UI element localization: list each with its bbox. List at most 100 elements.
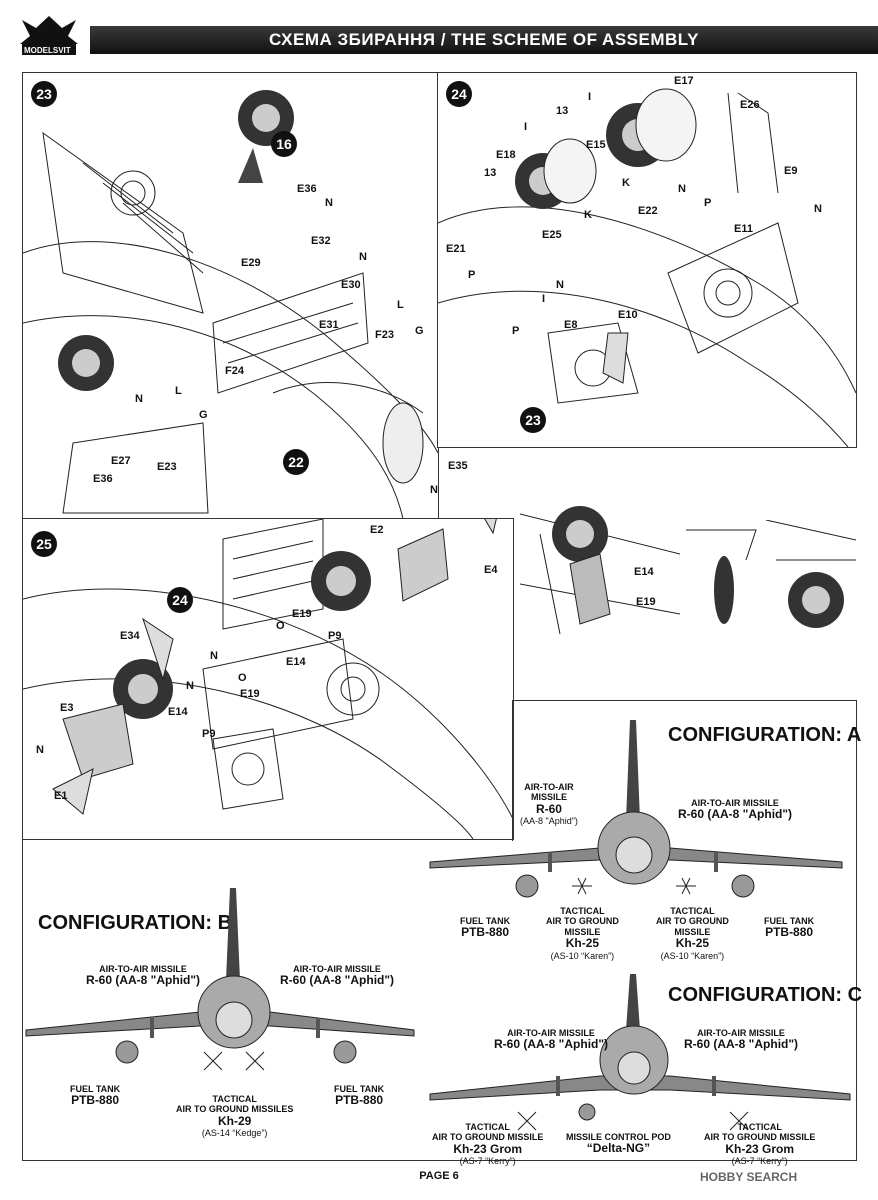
part-label: E26 xyxy=(740,99,760,111)
weapon-type: AIR-TO-AIR MISSILE xyxy=(293,964,381,974)
weapon-name: PTB-880 xyxy=(335,1093,384,1108)
config-a-right-aam-label: AIR-TO-AIR MISSILE R-60 (AA-8 "Aphid") xyxy=(678,798,792,822)
weapon-name: PTB-880 xyxy=(71,1093,120,1108)
detail-view-right-drawing xyxy=(686,520,856,628)
weapon-type: TACTICAL xyxy=(560,906,605,916)
weapon-name: PTB-880 xyxy=(765,925,814,940)
part-label: P xyxy=(512,325,520,337)
weapon-code: (AS-10 “Karen”) xyxy=(550,950,615,961)
part-label: E1 xyxy=(54,790,68,802)
title-bar: СХЕМА ЗБИРАННЯ / THE SCHEME OF ASSEMBLY xyxy=(90,26,878,54)
watermark: HOBBY SEARCH xyxy=(700,1170,798,1184)
step-number-24: 24 xyxy=(446,81,472,107)
part-label: E27 xyxy=(111,455,131,467)
config-a-title: CONFIGURATION: A xyxy=(668,724,862,746)
weapon-type: FUEL TANK xyxy=(70,1084,121,1094)
part-label: E14 xyxy=(168,706,188,718)
part-label: E18 xyxy=(496,149,516,161)
part-label: E10 xyxy=(618,309,638,321)
ref-step-23: 23 xyxy=(520,407,546,433)
weapon-name: R-60 (AA-8 "Aphid") xyxy=(280,973,395,988)
weapon-type: AIR TO GROUND xyxy=(546,916,619,927)
weapon-type: AIR TO GROUND MISSILE xyxy=(432,1132,544,1143)
part-label: E15 xyxy=(586,139,606,151)
part-label: K xyxy=(622,177,630,189)
weapon-name: PTB-880 xyxy=(461,925,510,940)
part-label: 13 xyxy=(556,105,569,117)
weapon-name: R-60 xyxy=(535,801,562,816)
part-label: E8 xyxy=(564,319,578,331)
step-24-drawing xyxy=(438,88,856,447)
part-label: N xyxy=(814,203,822,215)
part-label: N xyxy=(359,251,367,263)
part-label: L xyxy=(175,385,182,397)
step-number-23: 23 xyxy=(31,81,57,107)
weapon-code: (AS-7 “Kerry”) xyxy=(459,1156,516,1167)
weapon-name: Kh-23 Grom xyxy=(725,1141,795,1156)
part-label: E36 xyxy=(93,473,113,485)
part-label: E31 xyxy=(319,319,339,331)
part-label: N xyxy=(556,279,564,291)
weapon-type: TACTICAL xyxy=(465,1122,510,1132)
modelsvit-logo xyxy=(20,16,78,55)
config-a-left-agm-label: TACTICAL AIR TO GROUND MISSILE Kh-25 (AS… xyxy=(546,906,619,961)
detail-view-right xyxy=(686,520,856,630)
ref-step-22: 22 xyxy=(283,449,309,475)
weapon-type: AIR TO GROUND MISSILE xyxy=(704,1132,816,1143)
step-24-panel: 24 23 E17 I E26 13 E15 I E18 13 K N E9 K… xyxy=(437,72,857,448)
weapon-name: Kh-23 Grom xyxy=(453,1141,523,1156)
config-c-left-aam-label: AIR-TO-AIR MISSILE R-60 (AA-8 "Aphid") xyxy=(494,1028,608,1052)
configurations-frame-lower xyxy=(22,838,857,1161)
step-number-25: 25 xyxy=(31,531,57,557)
weapon-type: MISSILE xyxy=(674,926,711,937)
part-label: E21 xyxy=(446,243,466,255)
weapon-code: (AS-7 “Kerry”) xyxy=(731,1156,788,1167)
config-c-left-agm-label: TACTICAL AIR TO GROUND MISSILE Kh-23 Gro… xyxy=(432,1122,543,1167)
step-25-panel: 25 24 xyxy=(22,518,514,840)
part-label: E32 xyxy=(311,235,331,247)
logo-text: MODELSVIT xyxy=(24,46,71,55)
weapon-type: AIR TO GROUND xyxy=(656,916,729,927)
weapon-name: R-60 (AA-8 "Aphid") xyxy=(86,973,201,988)
part-label: E3 xyxy=(60,702,74,714)
weapon-name: R-60 (AA-8 "Aphid") xyxy=(678,807,793,822)
weapon-type: AIR-TO-AIR xyxy=(524,782,574,792)
step-25-drawing xyxy=(23,519,513,839)
part-label: N xyxy=(186,680,194,692)
config-c-right-agm-label: TACTICAL AIR TO GROUND MISSILE Kh-23 Gro… xyxy=(704,1122,815,1167)
config-c-right-aam-label: AIR-TO-AIR MISSILE R-60 (AA-8 "Aphid") xyxy=(684,1028,798,1052)
part-label: N xyxy=(135,393,143,405)
part-label: N xyxy=(678,183,686,195)
weapon-type: FUEL TANK xyxy=(764,916,815,926)
part-label: I xyxy=(542,293,546,305)
sub-step-16: 16 xyxy=(271,131,297,157)
part-label: P xyxy=(704,197,712,209)
config-b-right-tank-label: FUEL TANK PTB-880 xyxy=(334,1084,384,1108)
config-a-left-tank-label: FUEL TANK PTB-880 xyxy=(460,916,510,940)
weapon-name: R-60 (AA-8 "Aphid") xyxy=(494,1037,609,1052)
part-label: E36 xyxy=(297,183,317,195)
part-label: E4 xyxy=(484,564,498,576)
part-label: E22 xyxy=(638,205,658,217)
part-label: N xyxy=(210,650,218,662)
page-title: СХЕМА ЗБИРАННЯ / THE SCHEME OF ASSEMBLY xyxy=(269,30,699,49)
part-label: E2 xyxy=(370,524,384,536)
weapon-type: AIR-TO-AIR MISSILE xyxy=(691,798,779,808)
part-label: N xyxy=(430,484,438,496)
part-label: I xyxy=(524,121,528,133)
weapon-type: MISSILE CONTROL POD xyxy=(566,1132,671,1142)
config-b-title: CONFIGURATION: B xyxy=(38,912,233,934)
part-label: E14 xyxy=(634,566,654,578)
weapon-type: FUEL TANK xyxy=(460,916,511,926)
ref-step-24: 24 xyxy=(167,587,193,613)
config-c-pod-label: MISSILE CONTROL POD “Delta-NG” xyxy=(566,1132,671,1156)
weapon-name: Kh-29 xyxy=(218,1113,252,1128)
page-number: PAGE 6 xyxy=(419,1170,459,1182)
detail-view-left: E14 E19 xyxy=(520,494,680,644)
part-label: K xyxy=(584,209,592,221)
part-label: F24 xyxy=(225,365,244,377)
weapon-name: “Delta-NG” xyxy=(586,1141,651,1156)
config-a-right-agm-label: TACTICAL AIR TO GROUND MISSILE Kh-25 (AS… xyxy=(656,906,729,961)
config-b-left-aam-label: AIR-TO-AIR MISSILE R-60 (AA-8 "Aphid") xyxy=(86,964,200,988)
part-label: I xyxy=(588,91,592,103)
